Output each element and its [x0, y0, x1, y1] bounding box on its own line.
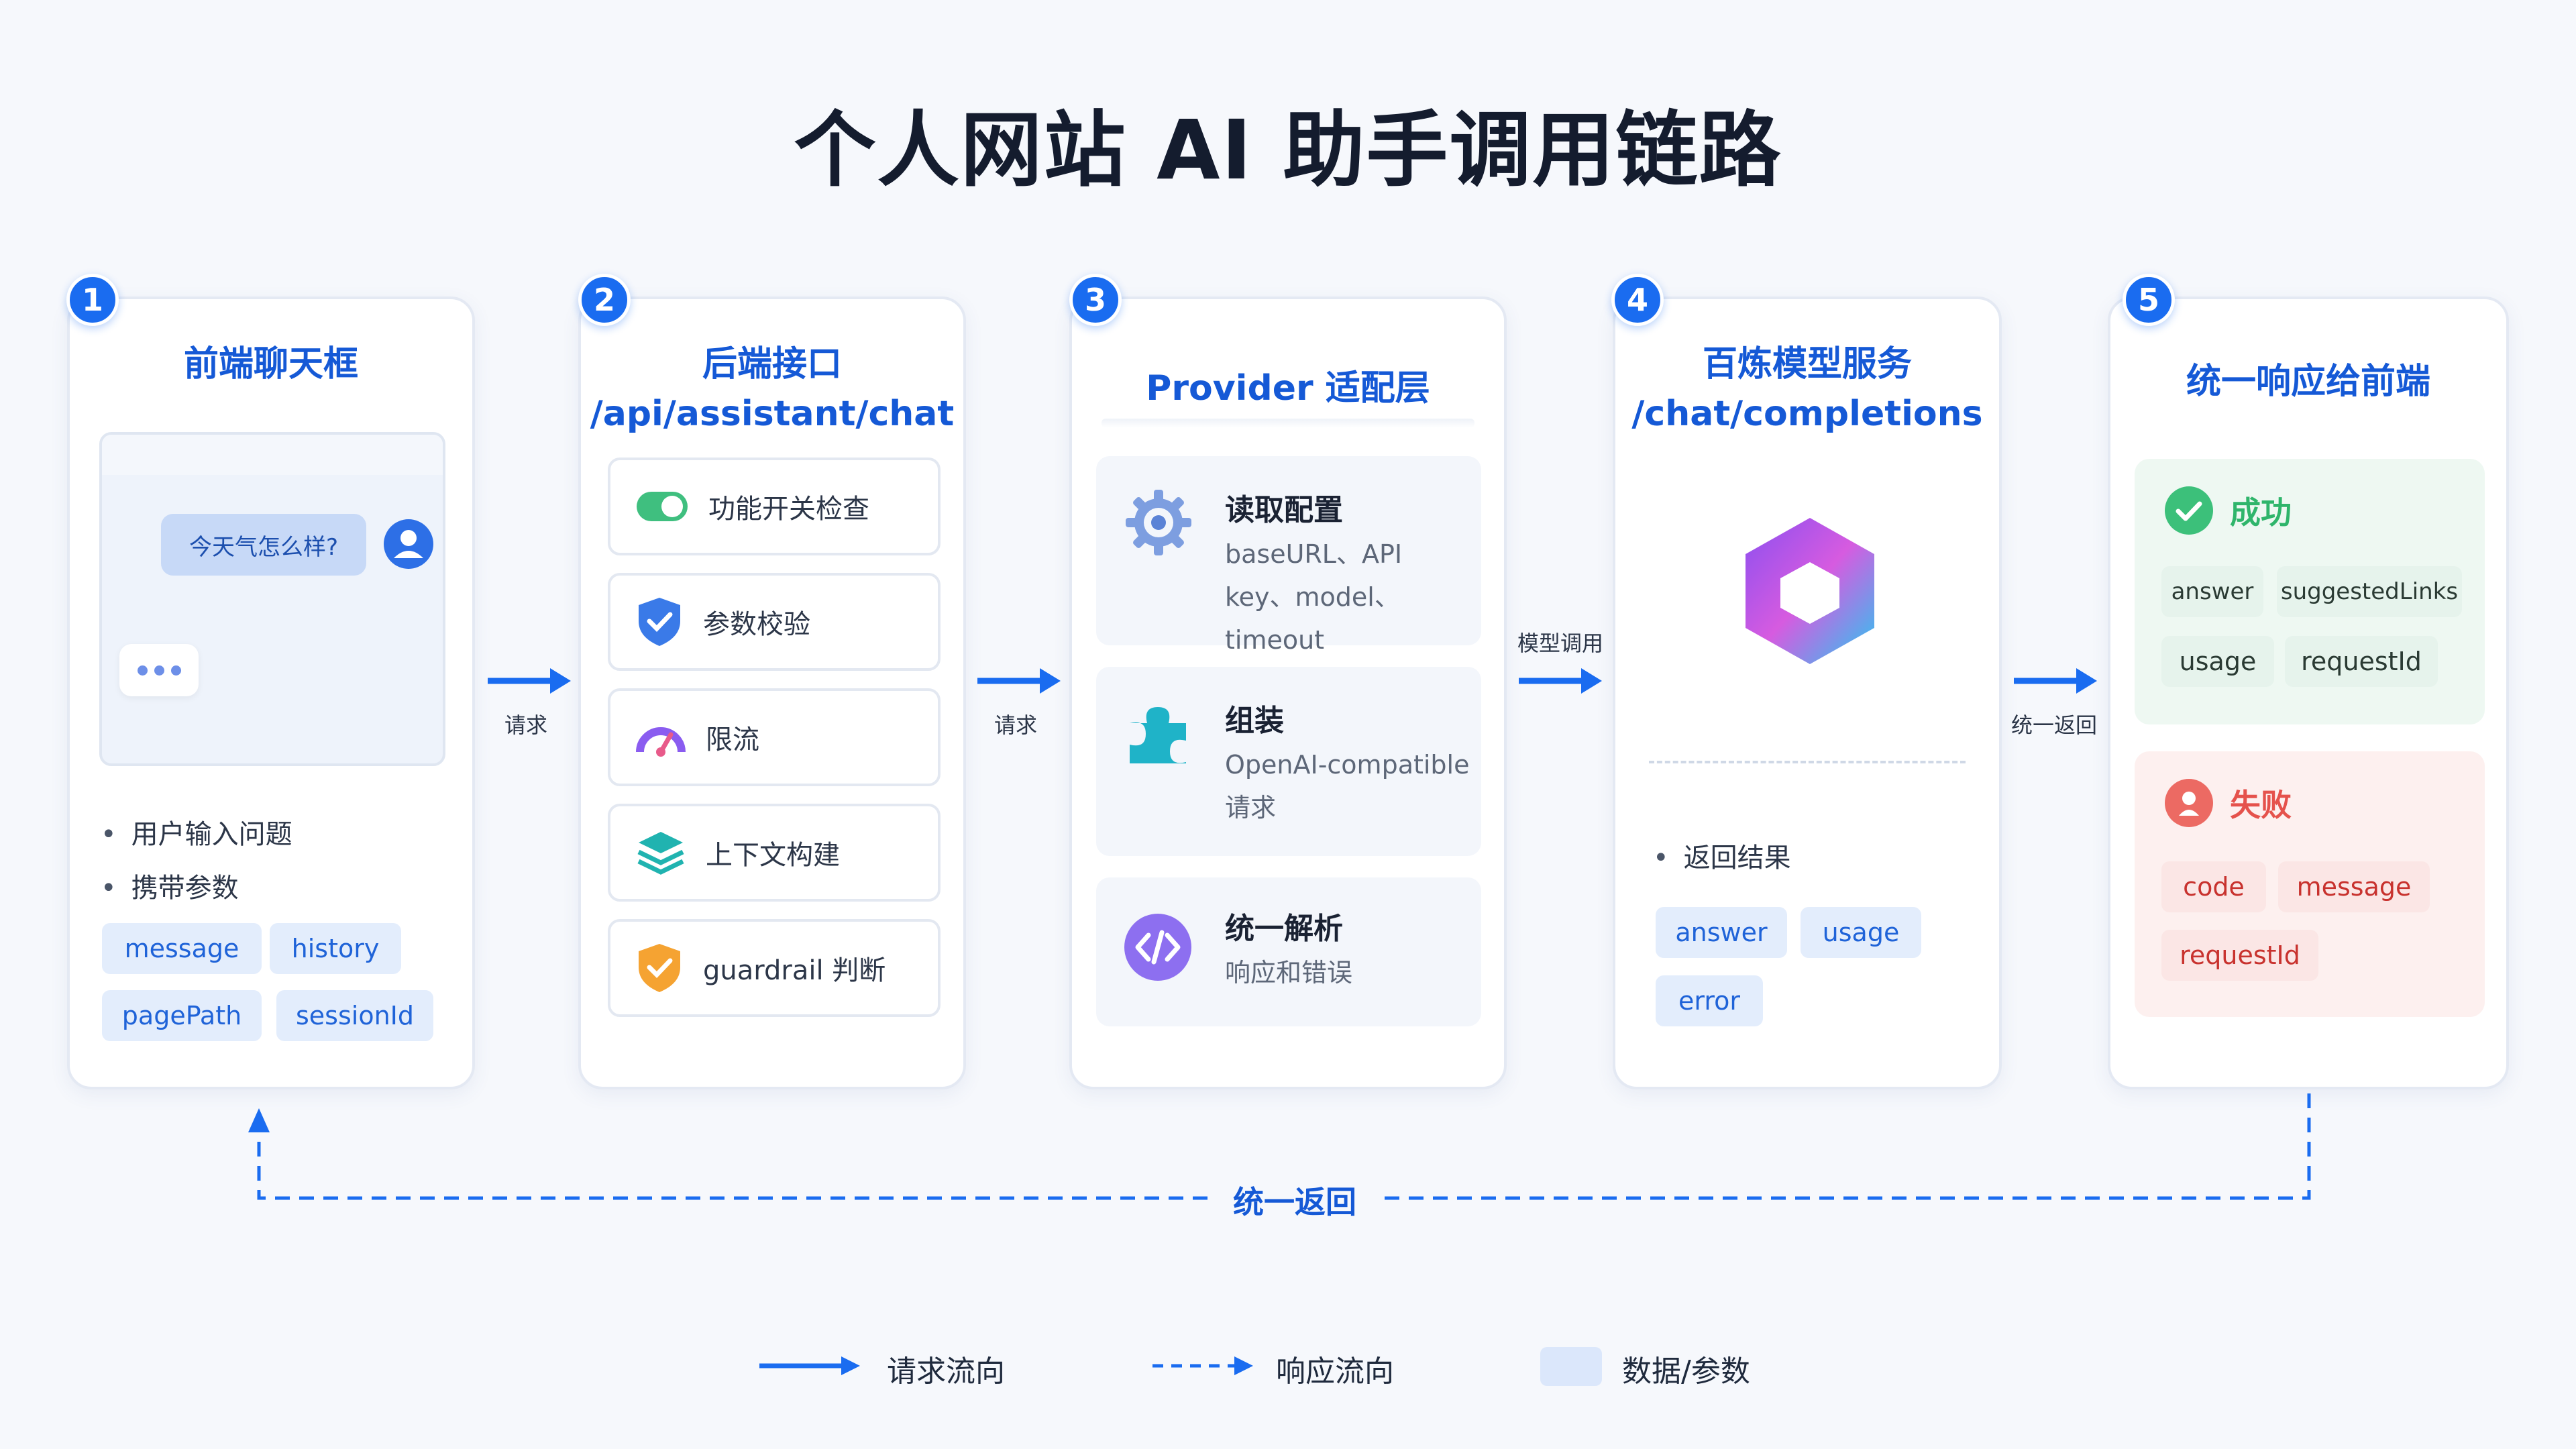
success-field-chip: answer — [2161, 566, 2263, 617]
success-field-chip: usage — [2161, 636, 2274, 687]
page-title: 个人网站 AI 助手调用链路 — [794, 103, 1782, 198]
step-badge-3: 3 — [1069, 274, 1122, 326]
legend-response-flow: 响应流向 — [1276, 1354, 1394, 1389]
card-subtitle-endpoint: /chat/completions — [1631, 394, 1983, 434]
request-arrow — [488, 668, 571, 694]
code-icon — [1124, 914, 1191, 981]
legend-request-flow: 请求流向 — [887, 1354, 1005, 1389]
arrow-label: 统一返回 — [2011, 712, 2098, 738]
result-chip: error — [1656, 975, 1763, 1026]
card-subtitle-endpoint: /api/assistant/chat — [590, 394, 955, 434]
success-field-chip: requestId — [2285, 636, 2438, 687]
speedometer-icon — [636, 727, 686, 757]
failure-field-chip: code — [2161, 861, 2266, 912]
param-chip: pagePath — [102, 990, 262, 1041]
item-label: 上下文构建 — [706, 840, 840, 871]
gear-icon — [1126, 490, 1191, 555]
chat-bubble: 今天气怎么样? — [161, 514, 366, 576]
bullet-user-input: 用户输入问题 — [101, 812, 292, 851]
check-item-rate-limit: 限流 — [608, 688, 941, 786]
failure-label: 失败 — [2230, 787, 2292, 823]
check-item-param-validation: 参数校验 — [608, 573, 941, 671]
error-circle-icon — [2165, 779, 2213, 827]
item-label: 功能开关检查 — [708, 494, 869, 525]
typing-indicator-icon — [119, 644, 199, 696]
toggle-icon — [637, 492, 688, 521]
card-title: 后端接口 — [702, 344, 842, 384]
failure-field-chip: requestId — [2161, 930, 2318, 981]
shield-warning-icon — [639, 944, 680, 992]
success-field-chip: suggestedLinks — [2277, 566, 2462, 617]
chat-topbar — [102, 435, 443, 475]
check-item-feature-toggle: 功能开关检查 — [608, 458, 941, 555]
item-label: guardrail 判断 — [703, 955, 886, 986]
result-chip: answer — [1656, 907, 1787, 958]
adapter-step-parse: 统一解析 响应和错误 — [1096, 877, 1481, 1026]
adapter-step-read-config: 读取配置 baseURL、API key、model、timeout — [1096, 456, 1481, 655]
return-arrow — [2014, 668, 2097, 694]
legend-dashed-arrow — [1152, 1356, 1253, 1375]
item-label: 参数校验 — [703, 609, 810, 640]
check-item-context-build: 上下文构建 — [608, 804, 941, 902]
legend-data-params: 数据/参数 — [1622, 1354, 1750, 1389]
arrow-label: 请求 — [994, 712, 1038, 738]
step-badge-5: 5 — [2123, 274, 2175, 326]
card-model-service: 百炼模型服务 /chat/completions 返回结果 answer usa… — [1613, 297, 2002, 1089]
adapter-step-desc: OpenAI-compatible 请求 — [1225, 750, 1470, 822]
card-backend-api: 后端接口 /api/assistant/chat 功能开关检查 参数校验 限流 … — [578, 297, 966, 1089]
adapter-step-heading: 统一解析 — [1225, 912, 1343, 946]
adapter-step-heading: 组装 — [1225, 704, 1284, 738]
item-label: 限流 — [706, 724, 759, 755]
puzzle-icon — [1130, 707, 1186, 763]
card-title: 统一响应给前端 — [2186, 362, 2430, 402]
shield-check-icon — [639, 598, 680, 646]
arrow-label: 模型调用 — [1517, 631, 1604, 656]
bullet-return-result: 返回结果 — [1653, 836, 1791, 875]
chat-window-mock: 今天气怎么样? — [99, 432, 445, 766]
model-call-arrow — [1519, 668, 1602, 694]
success-panel: 成功 answer suggestedLinks usage requestId — [2135, 459, 2485, 724]
divider-dashed — [1649, 761, 1966, 763]
param-chip: message — [102, 923, 262, 974]
legend-data-swatch — [1540, 1347, 1602, 1386]
card-title: 前端聊天框 — [183, 344, 358, 384]
adapter-step-assemble: 组装 OpenAI-compatible 请求 — [1096, 667, 1481, 856]
card-frontend-chat: 前端聊天框 今天气怎么样? 用户输入问题 携带参数 message histor… — [67, 297, 475, 1089]
bullet-params: 携带参数 — [101, 866, 239, 905]
legend-solid-arrow — [759, 1356, 860, 1375]
request-arrow — [977, 668, 1061, 694]
adapter-step-desc: 响应和错误 — [1225, 958, 1353, 987]
card-title: 百炼模型服务 — [1702, 344, 1912, 384]
adapter-step-heading: 读取配置 — [1225, 493, 1343, 527]
adapter-step-desc: baseURL、API key、model、timeout — [1225, 539, 1403, 655]
param-chip: sessionId — [276, 990, 433, 1041]
card-title: Provider 适配层 — [1146, 368, 1430, 409]
check-circle-icon — [2165, 486, 2213, 535]
step-badge-2: 2 — [578, 274, 631, 326]
failure-panel: 失败 code message requestId — [2135, 751, 2485, 1017]
step-badge-4: 4 — [1611, 274, 1664, 326]
layers-icon — [637, 832, 684, 875]
arrow-label: 请求 — [504, 712, 548, 738]
failure-field-chip: message — [2278, 861, 2430, 912]
result-chip: usage — [1801, 907, 1921, 958]
param-chip: history — [270, 923, 401, 974]
card-unified-response: 统一响应给前端 成功 answer suggestedLinks usage r… — [2108, 297, 2509, 1089]
step-badge-1: 1 — [66, 274, 119, 326]
model-hexagon-icon — [1746, 518, 1874, 664]
return-loop-label: 统一返回 — [1233, 1184, 1356, 1220]
user-avatar-icon — [384, 519, 433, 569]
check-item-guardrail: guardrail 判断 — [608, 919, 941, 1017]
title-divider — [1102, 419, 1474, 428]
card-provider-adapter: Provider 适配层 读取配置 baseURL、API key、model、… — [1069, 297, 1507, 1089]
success-label: 成功 — [2230, 494, 2292, 531]
